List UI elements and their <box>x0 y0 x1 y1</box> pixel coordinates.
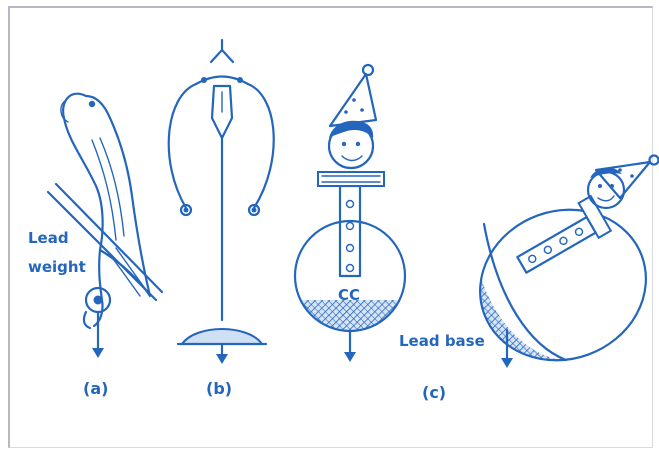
arrow-c2-head <box>501 358 513 368</box>
lead-weight-label-line2: weight <box>28 258 86 276</box>
lead-weight-label-line1: Lead <box>28 229 69 247</box>
tilted-clown-toy <box>459 156 659 384</box>
tilted-hat-pompom <box>650 156 659 165</box>
clown-collar <box>318 172 384 186</box>
parrot-toy <box>48 94 162 358</box>
centre-of-gravity-mark: CC <box>338 286 360 304</box>
caption-c: (c) <box>422 383 446 402</box>
stand-top-pointer <box>211 50 233 62</box>
tilted-front-strip <box>517 217 595 273</box>
arrow-a-head <box>92 348 104 358</box>
right-curved-wire <box>248 84 274 208</box>
upright-clown-toy <box>295 65 406 362</box>
tilted-clown-head <box>588 172 624 208</box>
balancing-stand-toy <box>169 40 274 364</box>
stand-base <box>182 329 262 344</box>
parrot-eye <box>89 101 95 107</box>
arrow-b-head <box>216 354 228 364</box>
tilted-clown-body-ball <box>459 187 659 384</box>
arrow-c1-head <box>344 352 356 362</box>
clown-hat-pompom <box>363 65 373 75</box>
left-curved-wire <box>169 84 196 208</box>
lead-base-label: Lead base <box>399 332 485 350</box>
caption-a: (a) <box>83 379 108 398</box>
clown-front-strip <box>340 186 360 276</box>
caption-b: (b) <box>206 379 232 398</box>
